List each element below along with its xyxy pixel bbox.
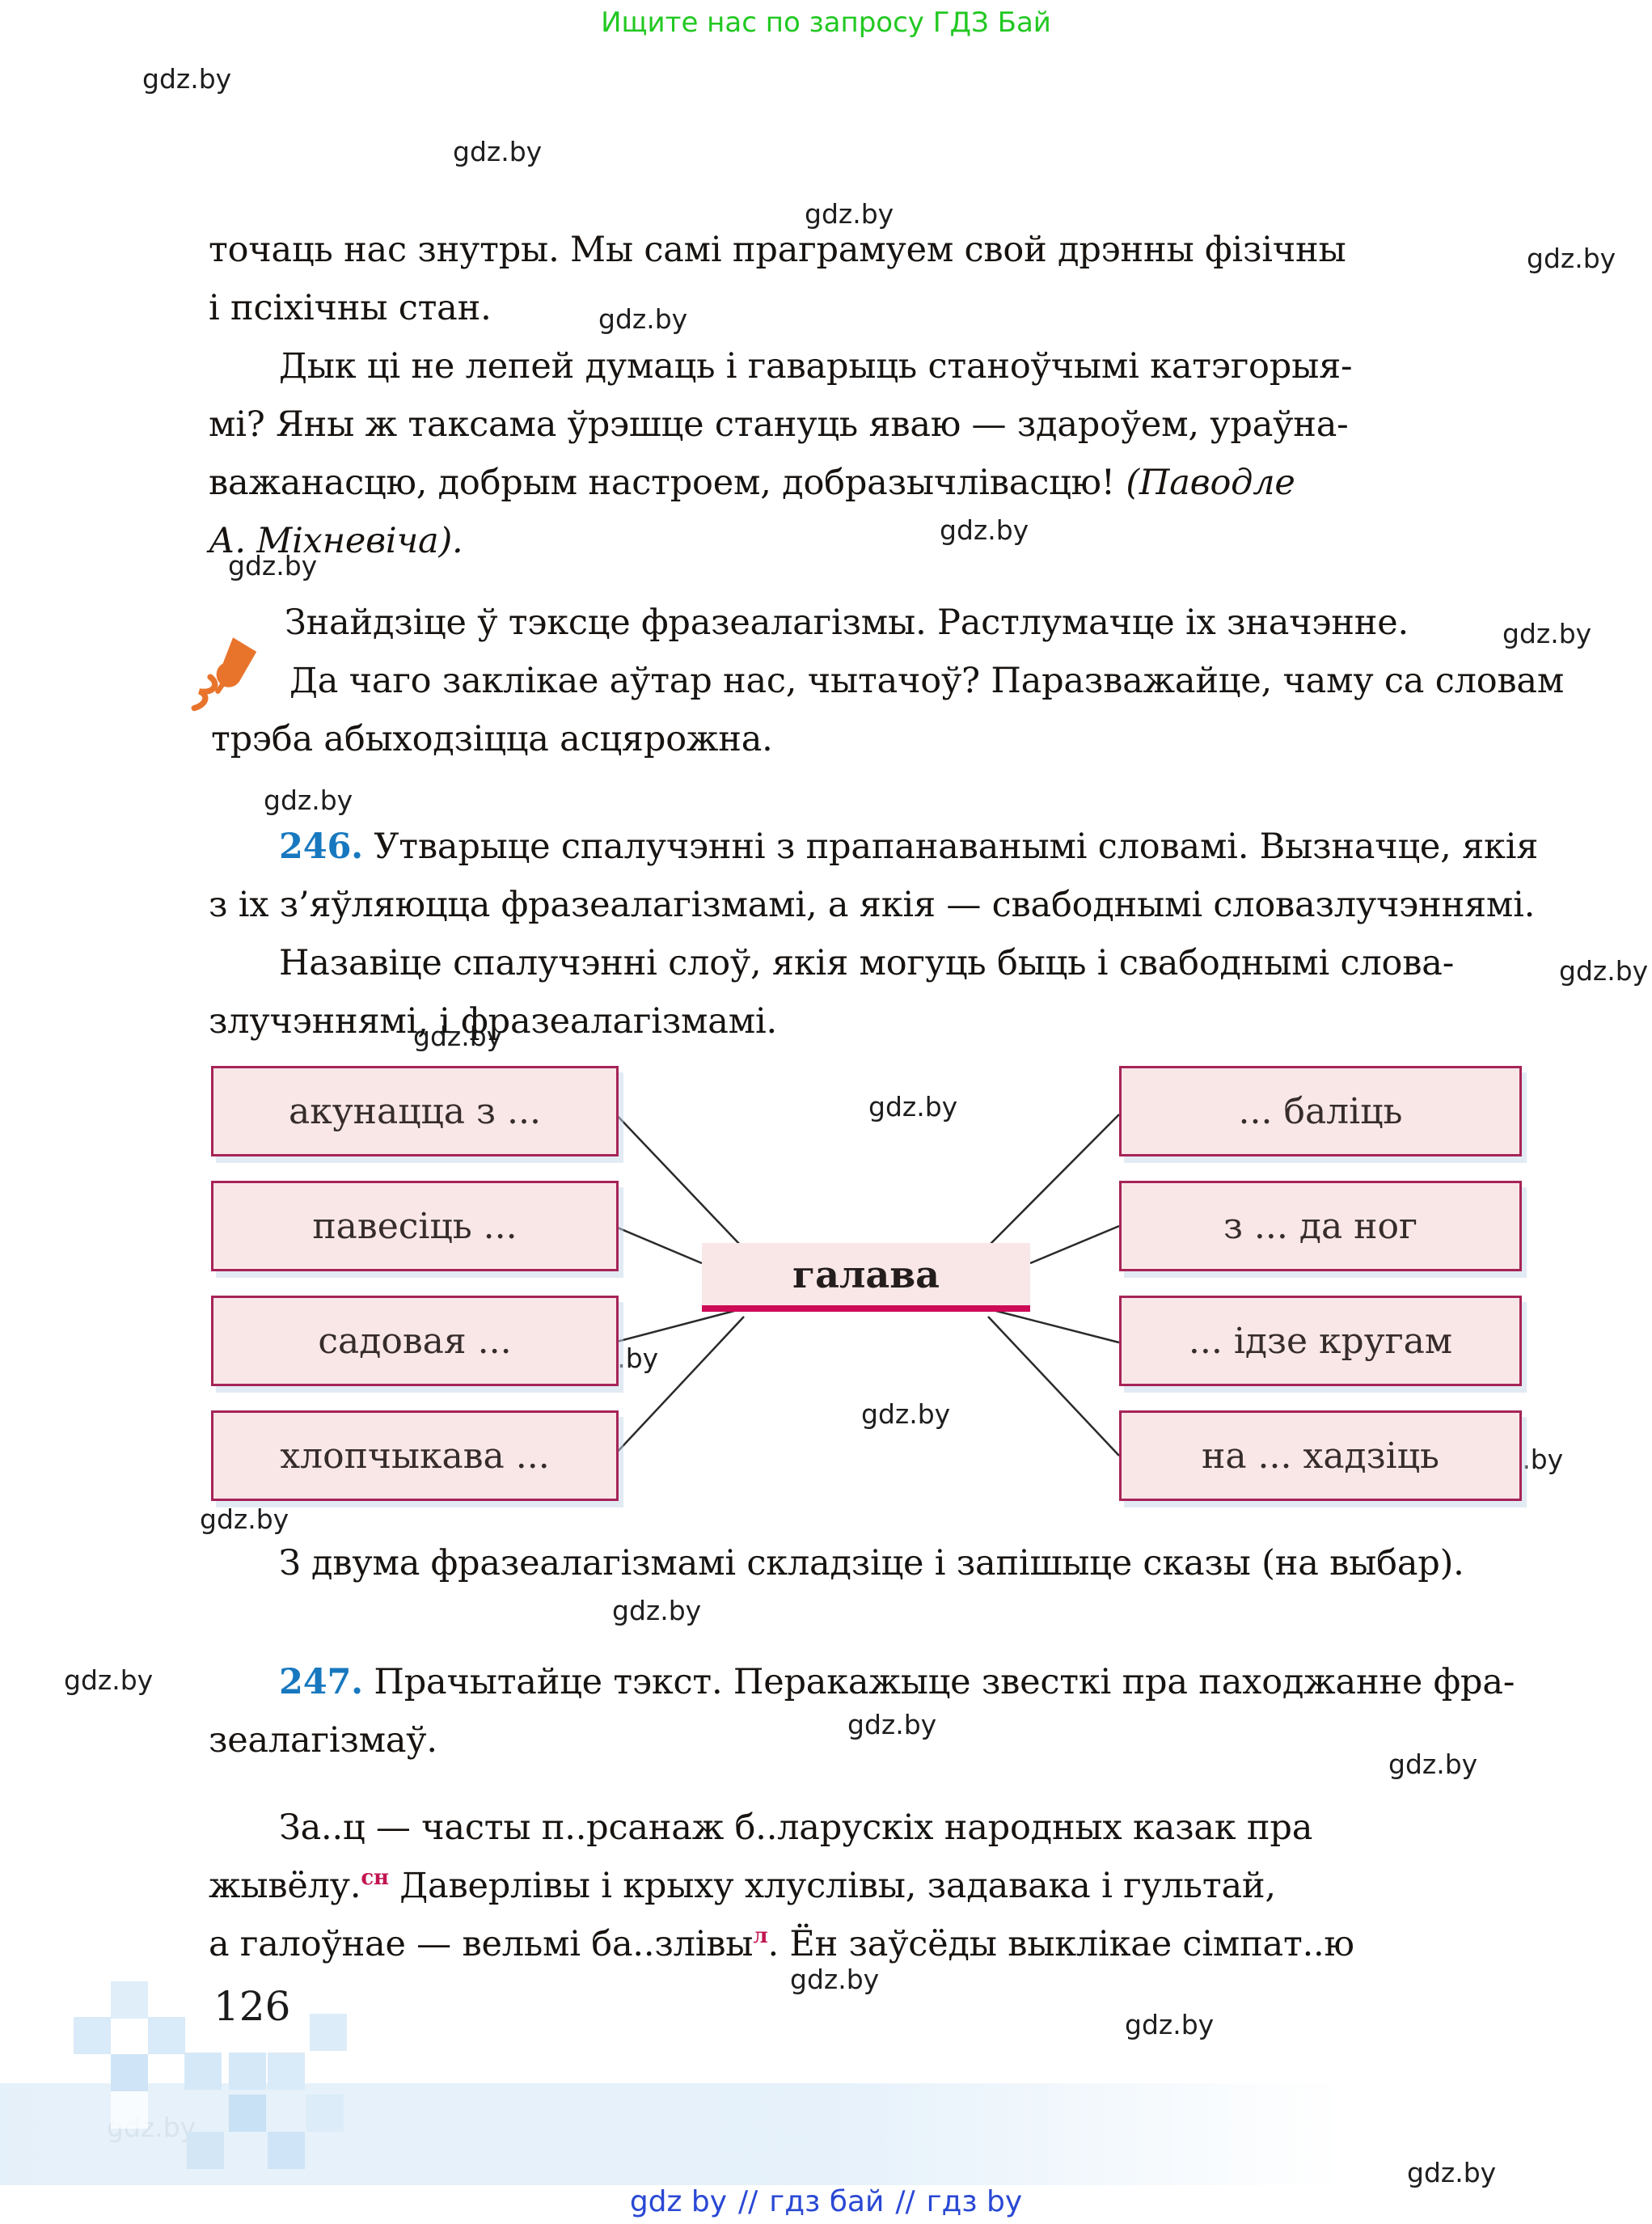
watermark: gdz.by	[847, 1709, 937, 1740]
decor-square	[148, 2017, 185, 2054]
text-line: злучэннямі, і фразеалагізмамі.	[209, 1001, 777, 1042]
exercise-number: 246.	[279, 827, 363, 867]
footnote-mark: сн	[361, 1866, 389, 1890]
text-line: жывёлу.сн Даверлівы і крыху хлуслівы, за…	[209, 1866, 1276, 1906]
diagram-box-right: ... ідзе кругам	[1119, 1296, 1522, 1386]
footer-link-gdz-bai[interactable]: гдз бай	[769, 2185, 885, 2218]
text-line: з іх з’яўляюцца фразеалагізмамі, а якія …	[209, 885, 1536, 925]
decor-square	[111, 2054, 148, 2091]
watermark: gdz.by	[142, 63, 232, 95]
bottom-decor-band	[0, 2083, 1358, 2185]
diagram-box-left: садовая ...	[211, 1296, 619, 1386]
task-line: Да чаго заклікае аўтар нас, чытачоў? Пар…	[289, 661, 1565, 701]
footer-separator: //	[738, 2185, 758, 2218]
watermark: gdz.by	[805, 198, 894, 230]
diagram-center-box: галава	[702, 1243, 1030, 1312]
pen-icon	[189, 632, 273, 717]
decor-square	[74, 2017, 111, 2054]
diagram-box-right: на ... хадзіць	[1119, 1410, 1522, 1501]
promo-banner: Ищите нас по запросу ГДЗ Бай	[601, 6, 1051, 39]
text-line: точаць нас знутры. Мы самі праграмуем св…	[209, 230, 1346, 270]
watermark: gdz.by	[868, 1091, 958, 1123]
text-line: а галоўнае — вельмі ба..злівыл. Ён заўсё…	[209, 1924, 1354, 1964]
watermark: gdz.by	[940, 514, 1029, 546]
decor-square	[229, 2095, 266, 2132]
diagram-box-right: з ... да ног	[1119, 1181, 1522, 1271]
watermark: gdz.by	[598, 303, 688, 335]
exercise-246-heading: 246. Утварыце спалучэнні з прапанаванымі…	[279, 827, 1539, 867]
text-line: мі? Яны ж таксама ўрэшце стануць яваю — …	[209, 404, 1349, 445]
task-line: Знайдзіце ў тэксце фразеалагізмы. Растлу…	[285, 603, 1409, 643]
watermark: gdz.by	[612, 1595, 702, 1626]
decor-square	[111, 1981, 148, 2019]
footnote-mark: л	[753, 1924, 768, 1948]
task-line: трэба абыходзіцца асцярожна.	[211, 719, 773, 759]
text-line: Назавіце спалучэнні слоў, якія могуць бы…	[279, 943, 1455, 983]
text-line: і псіхічны стан.	[209, 288, 492, 328]
watermark: gdz.by	[200, 1503, 289, 1535]
diagram-box-left: хлопчыкава ...	[211, 1410, 619, 1501]
watermark: gdz.by	[861, 1398, 951, 1430]
decor-square	[268, 2132, 305, 2169]
decor-square	[111, 2091, 148, 2129]
footer-links: gdz by // гдз бай // гдз by	[0, 2185, 1652, 2218]
footer-separator: //	[895, 2185, 915, 2218]
text-line: За..ц — часты п..рсанаж б..ларускіх наро…	[279, 1808, 1313, 1848]
decor-square	[184, 2053, 222, 2090]
decor-square	[268, 2053, 305, 2090]
watermark: gdz.by	[1388, 1748, 1478, 1780]
footer-link-gdz-by-2[interactable]: гдз by	[926, 2185, 1023, 2218]
diagram-connector-lines	[613, 1111, 1120, 1457]
watermark: gdz.by	[264, 784, 353, 816]
exercise-247-heading: 247. Прачытайце тэкст. Перакажыце звестк…	[279, 1662, 1515, 1702]
page-number: 126	[213, 1983, 291, 2030]
source-attribution: А. Міхневіча).	[209, 521, 463, 561]
watermark: gdz.by	[228, 550, 318, 581]
decor-square	[187, 2132, 224, 2169]
watermark: gdz.by	[413, 1021, 503, 1052]
exercise-number: 247.	[279, 1662, 363, 1702]
watermark: gdz.by	[1407, 2157, 1497, 2188]
source-attribution: (Паводле	[1126, 463, 1295, 503]
decor-square	[229, 2053, 266, 2090]
diagram-box-left: павесіць ...	[211, 1181, 619, 1271]
watermark: gdz.by	[790, 1964, 880, 1995]
text-line: Дык ці не лепей думаць і гаварыць станоў…	[279, 346, 1353, 387]
watermark: gdz.by	[1502, 618, 1592, 649]
watermark: gdz.by	[453, 136, 543, 167]
task-line: З двума фразеалагізмамі складзіце і запі…	[279, 1543, 1464, 1583]
watermark: gdz.by	[1527, 243, 1616, 274]
watermark: gdz.by	[1125, 2009, 1215, 2040]
watermark: gdz.by	[64, 1664, 154, 1696]
decor-square	[306, 2095, 344, 2132]
decor-square	[310, 2014, 347, 2051]
watermark: gdz.by	[1559, 955, 1649, 987]
text-line: важанасцю, добрым настроем, добразычліва…	[209, 463, 1295, 503]
diagram-box-left: акунацца з ...	[211, 1066, 619, 1156]
diagram-box-right: ... баліць	[1119, 1066, 1522, 1156]
text-line: зеалагізмаў.	[209, 1720, 437, 1761]
footer-link-gdz-by[interactable]: gdz by	[629, 2185, 728, 2218]
